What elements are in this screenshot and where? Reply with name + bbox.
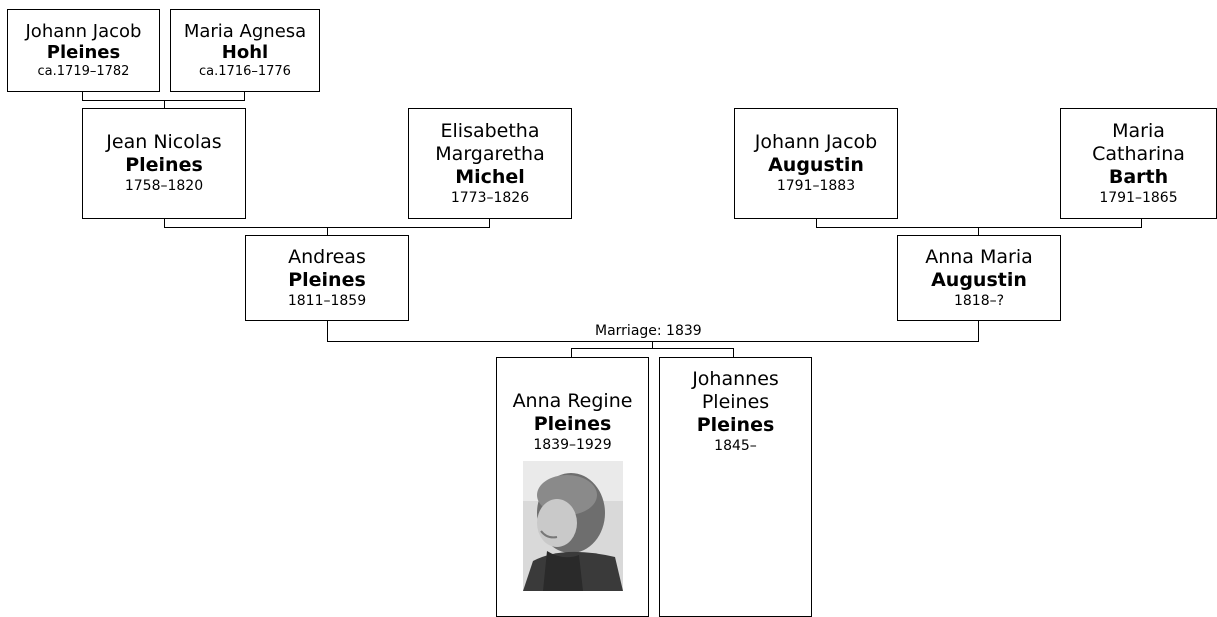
connector-line [82,100,245,101]
given-name: Elisabetha [440,119,540,142]
connector-line [327,320,328,341]
connector-line [164,100,165,108]
connector-line [82,91,83,100]
surname: Augustin [768,154,864,176]
person-card-johannes-pleines[interactable]: Johannes Pleines Pleines 1845– [659,357,812,617]
given-name: Margaretha [435,142,545,165]
life-dates: 1791–1865 [1099,189,1178,206]
connector-line [164,218,165,227]
life-dates: ca.1719–1782 [37,63,130,79]
given-name: Pleines [701,391,770,413]
surname: Pleines [125,154,203,176]
life-dates: ca.1716–1776 [199,63,291,79]
portrait-photo[interactable] [522,461,623,591]
person-card-johann-jacob-augustin[interactable]: Johann Jacob Augustin 1791–1883 [734,108,898,219]
person-card-maria-agnesa-hohl[interactable]: Maria Agnesa Hohl ca.1716–1776 [170,9,320,92]
life-dates: 1811–1859 [287,292,367,309]
surname: Pleines [533,413,612,435]
given-name: Johann Jacob [754,131,878,153]
given-name: Jean Nicolas [106,131,222,153]
given-name: Anna Maria [925,245,1033,268]
person-card-maria-catharina-barth[interactable]: Maria Catharina Barth 1791–1865 [1060,108,1217,219]
given-name: Maria Agnesa [183,20,307,42]
given-name: Maria [1112,119,1165,142]
connector-line [816,218,817,227]
connector-line [571,348,734,349]
connector-line [1141,218,1142,227]
given-name: Anna Regine [512,390,633,412]
person-card-anna-regine-pleines[interactable]: Anna Regine Pleines 1839–1929 [496,357,649,617]
surname: Pleines [696,414,775,436]
surname: Hohl [221,41,269,63]
life-dates: 1818–? [953,292,1005,309]
connector-line [571,348,572,357]
connector-line [978,227,979,236]
surname: Michel [455,165,525,188]
given-name: Andreas [288,245,366,268]
surname: Barth [1108,165,1169,188]
surname: Augustin [931,268,1027,291]
person-card-johann-jacob-pleines[interactable]: Johann Jacob Pleines ca.1719–1782 [7,9,160,92]
connector-line [244,91,245,100]
connector-line [816,227,1142,228]
person-card-anna-maria-augustin[interactable]: Anna Maria Augustin 1818–? [897,235,1061,321]
given-name: Johann Jacob [25,20,142,42]
portrait-image [522,461,623,591]
given-name: Johannes [692,368,779,390]
connector-line [733,348,734,357]
person-card-elisabetha-margaretha-michel[interactable]: Elisabetha Margaretha Michel 1773–1826 [408,108,572,219]
life-dates: 1791–1883 [776,178,856,194]
given-name: Catharina [1092,142,1185,165]
surname: Pleines [46,41,121,63]
connector-line [327,227,328,236]
surname: Pleines [288,268,366,291]
person-card-andreas-pleines[interactable]: Andreas Pleines 1811–1859 [245,235,409,321]
connector-line [327,341,979,342]
life-dates: 1773–1826 [450,189,530,206]
life-dates: 1839–1929 [533,437,612,453]
life-dates: 1845– [714,438,757,454]
connector-line [978,320,979,341]
marriage-label: Marriage: 1839 [594,323,703,339]
connector-line [652,341,653,348]
connector-line [489,218,490,227]
person-card-jean-nicolas-pleines[interactable]: Jean Nicolas Pleines 1758–1820 [82,108,246,219]
life-dates: 1758–1820 [124,178,204,194]
